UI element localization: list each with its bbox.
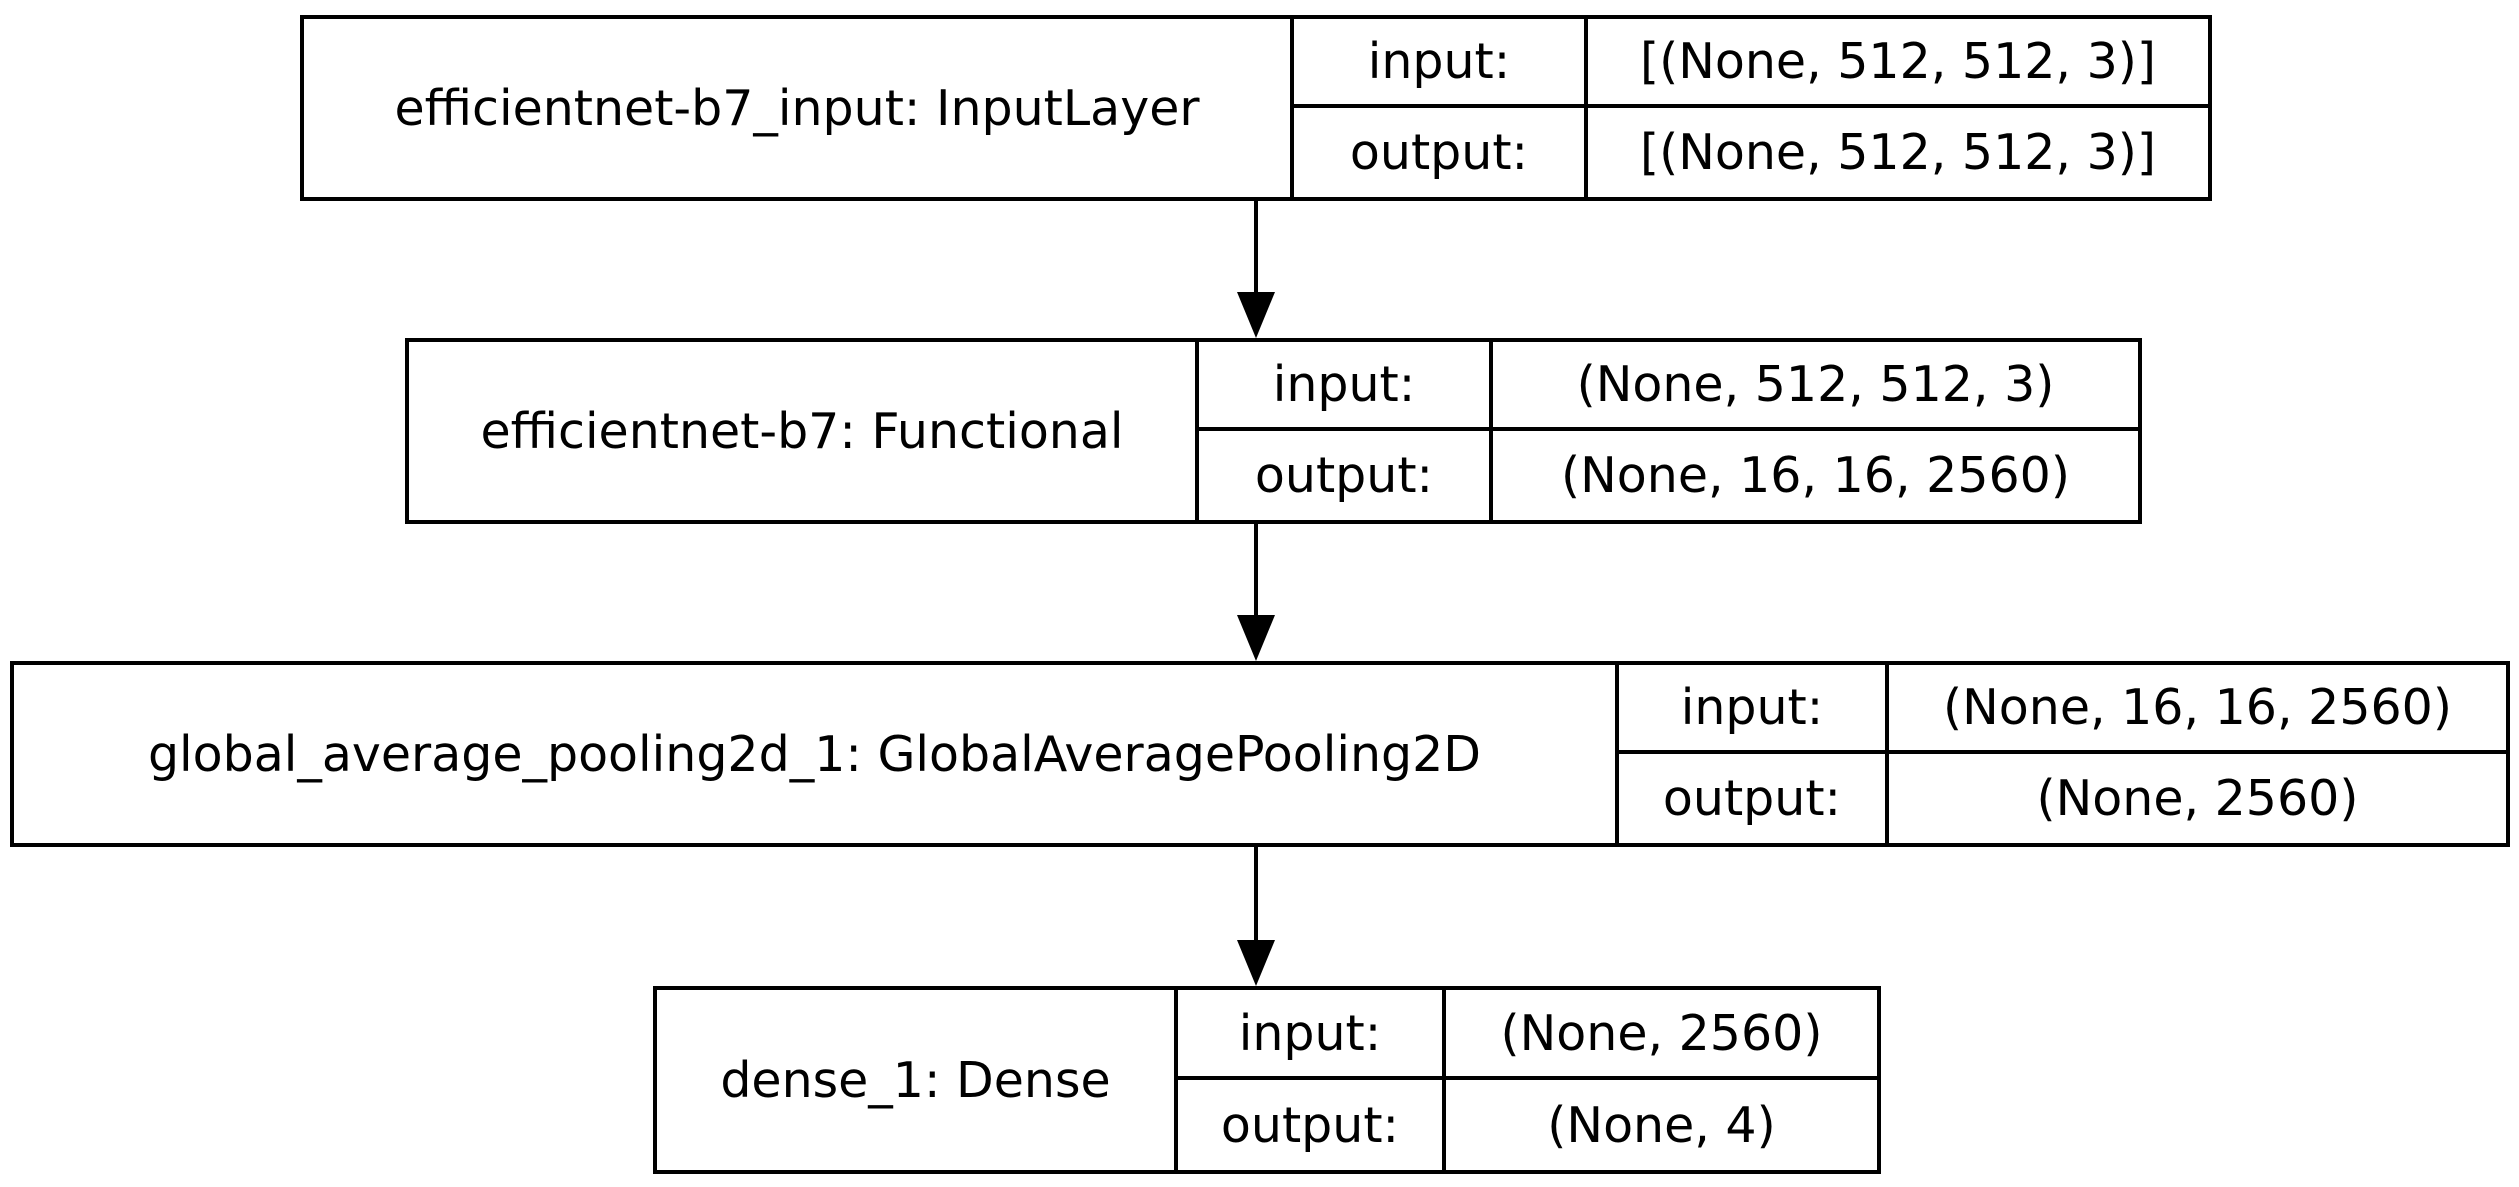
layer-name: efficientnet-b7: Functional bbox=[409, 342, 1199, 520]
layer-node-dense: dense_1: Dense input: (None, 2560) outpu… bbox=[653, 986, 1881, 1174]
input-row: input: [(None, 512, 512, 3)] bbox=[1294, 19, 2208, 108]
output-shape: (None, 16, 16, 2560) bbox=[1561, 447, 2070, 504]
layer-name: global_average_pooling2d_1: GlobalAverag… bbox=[14, 665, 1619, 843]
output-label: output: bbox=[1178, 1080, 1446, 1170]
edge-arrow bbox=[1234, 201, 1278, 338]
input-label: input: bbox=[1178, 990, 1446, 1076]
arrowhead-down-icon bbox=[1237, 940, 1275, 986]
input-row: input: (None, 2560) bbox=[1178, 990, 1877, 1080]
input-label: input: bbox=[1294, 19, 1588, 104]
arrow-shaft bbox=[1254, 847, 1258, 940]
arrow-shaft bbox=[1254, 201, 1258, 292]
output-label: output: bbox=[1294, 108, 1588, 197]
arrowhead-down-icon bbox=[1237, 292, 1275, 338]
input-row: input: (None, 16, 16, 2560) bbox=[1619, 665, 2506, 754]
input-shape: (None, 16, 16, 2560) bbox=[1943, 679, 2452, 736]
output-shape: [(None, 512, 512, 3)] bbox=[1640, 124, 2156, 181]
io-table: input: (None, 16, 16, 2560) output: (Non… bbox=[1619, 665, 2506, 843]
output-label: output: bbox=[1199, 431, 1493, 520]
output-label: output: bbox=[1619, 754, 1889, 843]
arrow-shaft bbox=[1254, 524, 1258, 615]
input-shape: (None, 2560) bbox=[1500, 1004, 1823, 1062]
output-row: output: (None, 4) bbox=[1178, 1080, 1877, 1170]
edge-arrow bbox=[1234, 847, 1278, 986]
output-row: output: (None, 2560) bbox=[1619, 754, 2506, 843]
layer-name: efficientnet-b7_input: InputLayer bbox=[304, 19, 1294, 197]
arrowhead-down-icon bbox=[1237, 615, 1275, 661]
input-shape: [(None, 512, 512, 3)] bbox=[1640, 33, 2156, 90]
layer-node-input-layer: efficientnet-b7_input: InputLayer input:… bbox=[300, 15, 2212, 201]
input-shape: (None, 512, 512, 3) bbox=[1576, 356, 2055, 413]
output-shape: (None, 2560) bbox=[2036, 770, 2359, 827]
layer-name: dense_1: Dense bbox=[657, 990, 1178, 1170]
output-row: output: (None, 16, 16, 2560) bbox=[1199, 431, 2138, 520]
output-row: output: [(None, 512, 512, 3)] bbox=[1294, 108, 2208, 197]
io-table: input: [(None, 512, 512, 3)] output: [(N… bbox=[1294, 19, 2208, 197]
layer-node-functional: efficientnet-b7: Functional input: (None… bbox=[405, 338, 2142, 524]
layer-node-global-average-pooling: global_average_pooling2d_1: GlobalAverag… bbox=[10, 661, 2510, 847]
io-table: input: (None, 512, 512, 3) output: (None… bbox=[1199, 342, 2138, 520]
input-label: input: bbox=[1199, 342, 1493, 427]
input-row: input: (None, 512, 512, 3) bbox=[1199, 342, 2138, 431]
io-table: input: (None, 2560) output: (None, 4) bbox=[1178, 990, 1877, 1170]
input-label: input: bbox=[1619, 665, 1889, 750]
edge-arrow bbox=[1234, 524, 1278, 661]
output-shape: (None, 4) bbox=[1547, 1096, 1776, 1154]
